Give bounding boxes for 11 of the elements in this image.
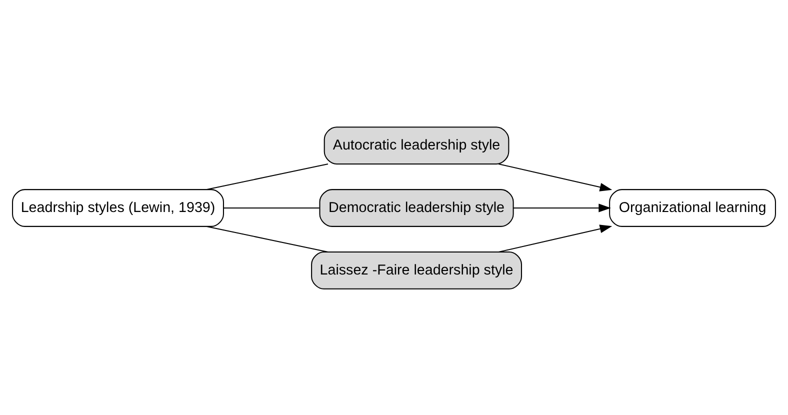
node-box: Organizational learning (609, 188, 776, 226)
connector (224, 206, 320, 208)
node-box: Laissez -Faire leadership style (311, 251, 522, 289)
node-box: Leadrship styles (Lewin, 1939) (12, 188, 224, 226)
arrow (498, 224, 612, 252)
node-box: Democratic leadership style (319, 188, 514, 226)
arrow (513, 203, 611, 212)
node-box: Autocratic leadership style (324, 126, 510, 164)
connector (206, 162, 328, 190)
connector (206, 225, 328, 252)
arrow (498, 163, 612, 191)
